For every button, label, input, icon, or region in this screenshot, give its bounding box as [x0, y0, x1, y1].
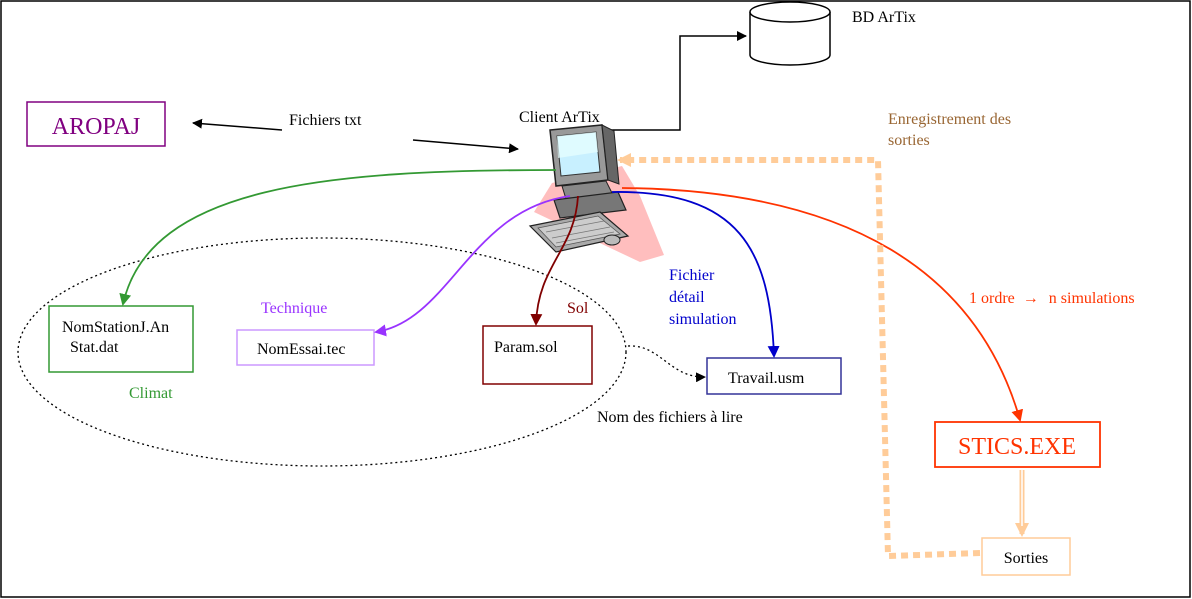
- ordre-arrow-icon: →: [1023, 290, 1039, 307]
- db-client-connector: [595, 31, 747, 135]
- client-artix-label: Client ArTix: [519, 109, 600, 126]
- fichiers-txt-label: Fichiers txt: [289, 112, 362, 129]
- sol-label: Sol: [567, 300, 589, 317]
- ordre-part1: 1 ordre: [969, 290, 1015, 307]
- red-arrow-to-stics: [621, 187, 1024, 422]
- maroon-arrow-to-sol: [530, 195, 579, 326]
- fichier-label-line2: détail: [669, 289, 705, 306]
- sol-file-label: Param.sol: [494, 339, 558, 356]
- stics-box: [934, 421, 1101, 468]
- usm-file-label: Travail.usm: [728, 370, 805, 387]
- computer-icon: [528, 124, 664, 262]
- bd-artix-label: BD ArTix: [852, 9, 916, 26]
- climat-file-box: [48, 305, 194, 373]
- climat-label: Climat: [129, 385, 173, 402]
- technique-label: Technique: [261, 300, 327, 317]
- arrow-to-client: [412, 139, 519, 154]
- sol-file-box: [482, 325, 593, 385]
- arrow-to-aropaj: [192, 118, 283, 131]
- technique-file-label: NomEssai.tec: [257, 341, 345, 358]
- purple-arrow-to-technique: [374, 195, 571, 337]
- ordre-part2: n simulations: [1049, 290, 1135, 307]
- nom-fichiers-label: Nom des fichiers à lire: [597, 409, 743, 426]
- aropaj-label: AROPAJ: [52, 114, 141, 140]
- green-arrow-to-climat: [119, 169, 557, 306]
- input-files-ellipse: [17, 237, 627, 467]
- database-cylinder-icon: [749, 1, 831, 66]
- blue-arrow-to-usm: [611, 191, 780, 358]
- fichier-label-line3: simulation: [669, 311, 737, 328]
- technique-file-box: [236, 329, 375, 366]
- dotted-arrow-to-usm: [627, 345, 706, 383]
- sorties-box: [981, 537, 1071, 576]
- sorties-label: Sorties: [1004, 550, 1048, 567]
- enregistrement-label-line1: Enregistrement des: [888, 111, 1011, 128]
- stics-label: STICS.EXE: [958, 434, 1076, 460]
- climat-file-label-line1: NomStationJ.An: [62, 319, 169, 336]
- enregistrement-label-line2: sorties: [888, 132, 930, 149]
- climat-file-label-line2: Stat.dat: [70, 339, 119, 356]
- fichier-label-line1: Fichier: [669, 267, 715, 284]
- usm-file-box: [706, 357, 842, 395]
- dotted-return-arrow: [617, 153, 981, 560]
- aropaj-box: [26, 101, 166, 147]
- ordre-label: 1 ordre → n simulations: [969, 290, 1135, 307]
